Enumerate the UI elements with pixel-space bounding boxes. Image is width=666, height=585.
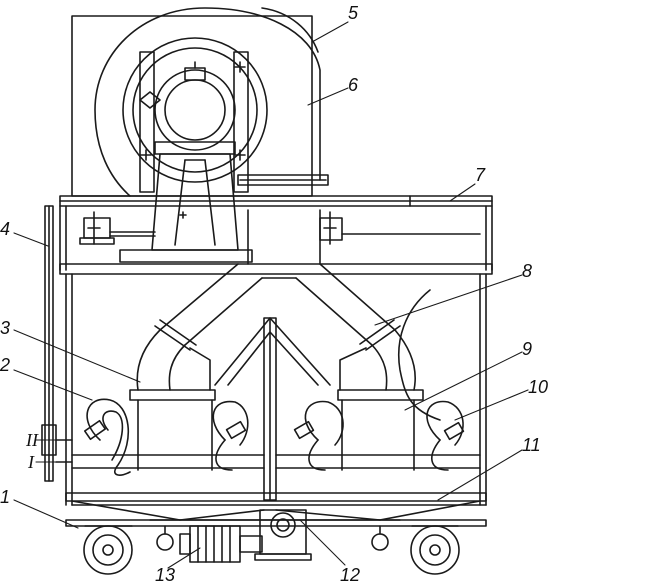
belt-drive xyxy=(41,205,57,482)
wheels xyxy=(83,525,460,575)
label-1: 1 xyxy=(0,487,11,507)
caster-rollers xyxy=(156,525,389,551)
label-2: 2 xyxy=(0,355,11,375)
swirl-nozzles xyxy=(83,398,465,476)
fan-motor xyxy=(139,51,249,193)
label-II: II xyxy=(26,430,38,450)
left-tensioner xyxy=(79,211,156,245)
fan-casing xyxy=(94,7,329,197)
center-divider xyxy=(263,317,277,501)
label-11: 11 xyxy=(522,435,541,455)
top-frame xyxy=(59,195,493,275)
label-3: 3 xyxy=(0,318,11,338)
label-10: 10 xyxy=(528,377,549,397)
right-tensioner xyxy=(319,211,481,245)
motor-stand xyxy=(119,141,253,263)
label-I: I xyxy=(28,452,34,472)
liquid-levels xyxy=(55,439,481,469)
label-12: 12 xyxy=(340,565,361,585)
drive-motor xyxy=(179,525,263,563)
central-duct xyxy=(129,263,424,471)
label-6: 6 xyxy=(348,75,359,95)
label-4: 4 xyxy=(0,219,11,239)
label-9: 9 xyxy=(522,339,533,359)
label-7: 7 xyxy=(475,165,486,185)
leader-lines xyxy=(13,21,529,569)
label-5: 5 xyxy=(348,3,359,23)
gearbox xyxy=(254,509,312,561)
tank-body xyxy=(65,273,487,506)
label-8: 8 xyxy=(522,261,533,281)
label-13: 13 xyxy=(155,565,176,585)
